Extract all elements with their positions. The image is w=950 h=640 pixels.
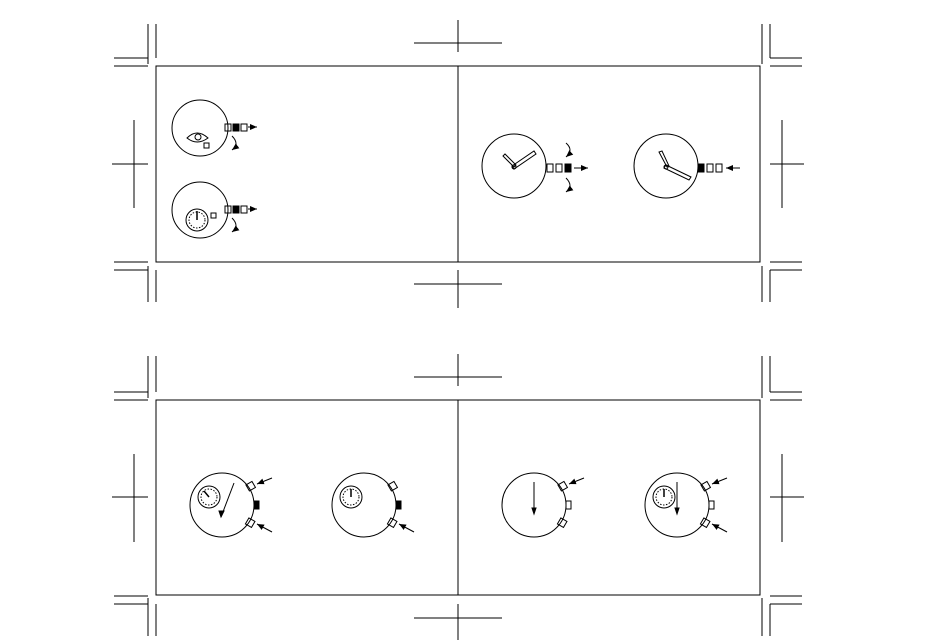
step-chronograph-subdial-reset — [332, 473, 414, 537]
press-arrow-icon — [569, 478, 584, 484]
date-window-icon — [211, 213, 216, 218]
crown-icon — [565, 164, 571, 172]
rotate-arrow-icon — [232, 218, 236, 232]
press-arrow-icon — [399, 524, 414, 532]
step-date-setting — [172, 100, 257, 156]
crown-position-1 — [707, 164, 713, 172]
subdial-hand — [204, 491, 209, 497]
press-arrow-icon — [257, 524, 272, 532]
crown-icon — [566, 501, 571, 509]
crown-icon — [233, 206, 239, 213]
bottom-sheet — [112, 354, 804, 640]
crown-position-2 — [241, 124, 247, 131]
crown-position-2 — [241, 206, 247, 213]
step-stopwatch-setting — [172, 182, 257, 238]
panel-top-left — [156, 66, 458, 262]
crown-icon — [709, 501, 714, 509]
top-sheet — [112, 20, 804, 308]
press-arrow-icon — [712, 478, 727, 484]
step-seconds-hand-reset — [502, 473, 584, 537]
hour-hand — [659, 151, 669, 167]
date-window-icon — [204, 143, 209, 148]
hand-arrow-icon — [675, 508, 679, 514]
watch-case — [172, 100, 228, 156]
press-arrow-icon — [712, 524, 727, 532]
crown-position-2 — [716, 164, 722, 172]
eye-pupil-icon — [195, 134, 201, 140]
step-crown-pushed — [634, 134, 740, 198]
panel-top-right — [458, 66, 760, 262]
watch-case — [190, 473, 254, 537]
press-arrow-icon — [257, 478, 272, 484]
step-chronograph-zero — [645, 473, 727, 537]
crown-icon — [396, 501, 401, 509]
hand-arrow-icon — [532, 508, 536, 514]
watch-case — [172, 182, 228, 238]
step-chronograph-hand-adjust — [190, 473, 272, 537]
watch-case — [332, 473, 396, 537]
rotate-arrow-icon — [566, 178, 570, 192]
rotate-arrow-icon — [232, 136, 236, 150]
watch-case — [482, 134, 546, 198]
crown-icon — [254, 501, 259, 509]
step-time-setting — [482, 134, 588, 198]
crown-position-1 — [556, 164, 562, 172]
crown-position-0 — [547, 164, 553, 172]
crown-icon — [233, 124, 239, 131]
hand-arrow-icon — [219, 511, 224, 517]
crown-icon — [698, 164, 704, 172]
rotate-arrow-icon — [566, 143, 570, 157]
